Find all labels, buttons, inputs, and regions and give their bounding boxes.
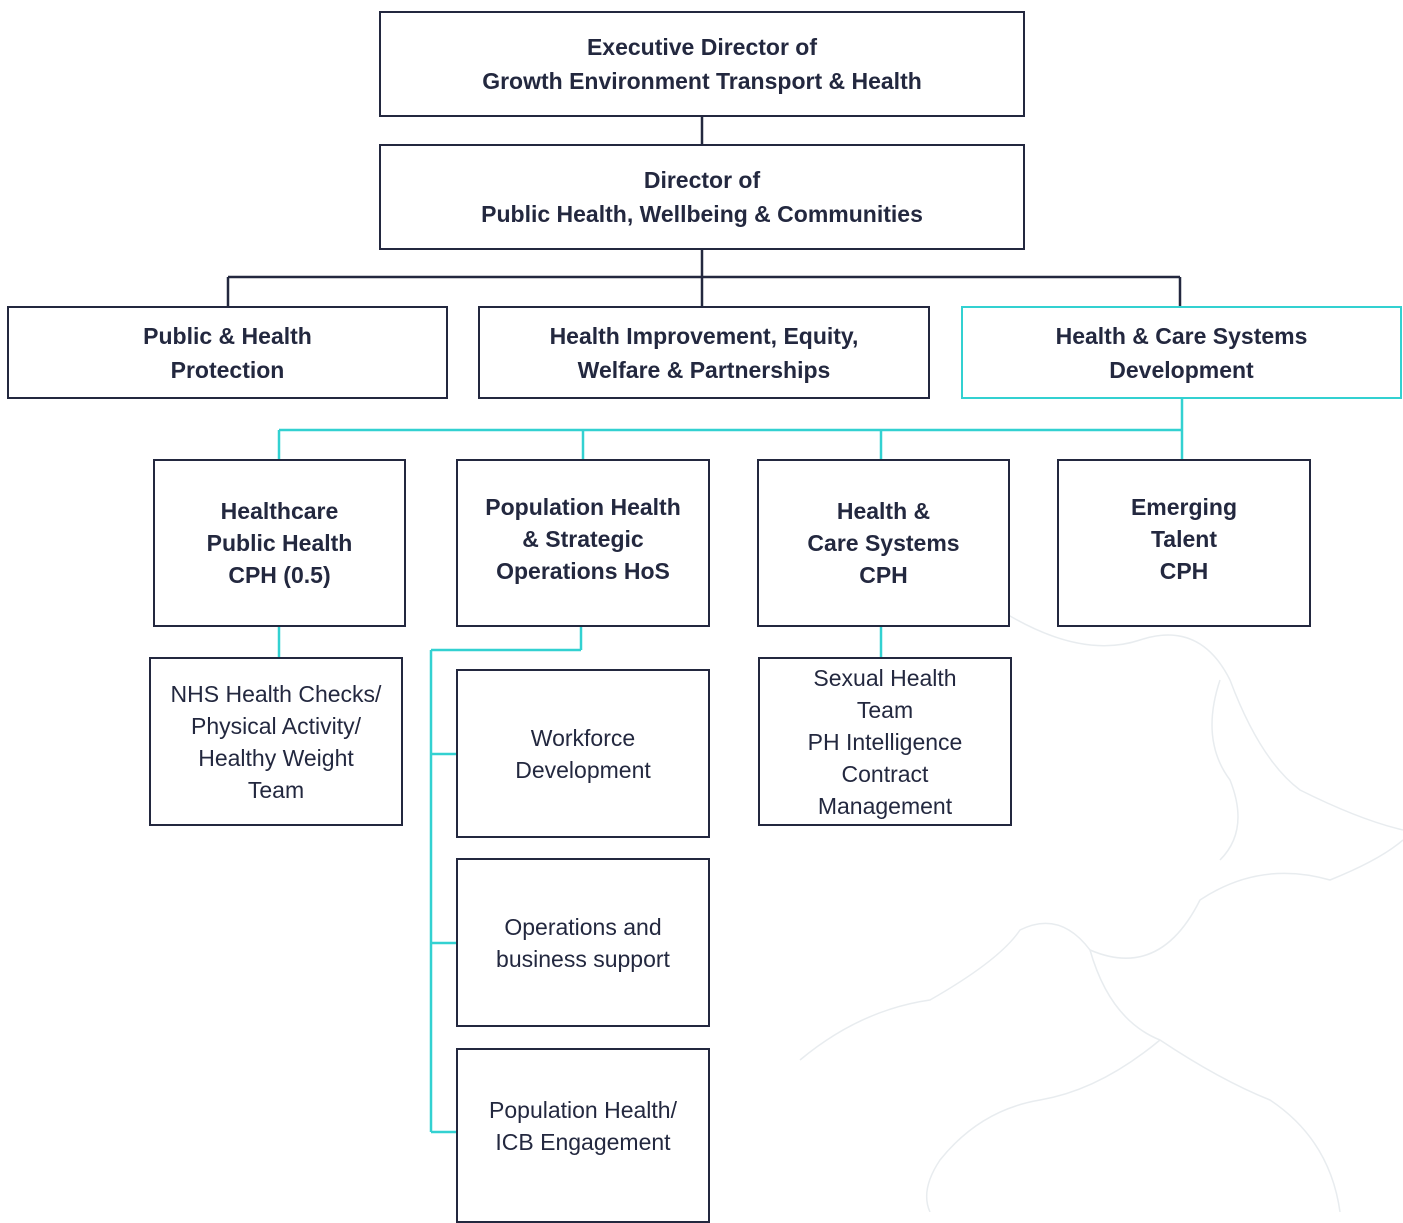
executive-director-box: Executive Director of Growth Environment… — [379, 11, 1025, 117]
department-public-health-protection: Public & Health Protection — [7, 306, 448, 399]
department-label: Health & Care Systems Development — [1055, 322, 1308, 383]
team-label: Operations and business support — [496, 913, 670, 972]
team-sexual-health: Sexual Health Team PH Intelligence Contr… — [758, 657, 1012, 826]
role-label: Healthcare Public Health CPH (0.5) — [206, 498, 353, 588]
director-label: Director of Public Health, Wellbeing & C… — [481, 167, 923, 227]
team-population-health-icb: Population Health/ ICB Engagement — [456, 1048, 710, 1223]
department-label: Public & Health Protection — [143, 322, 312, 383]
dark-connectors — [226, 116, 1182, 306]
role-emerging-talent: Emerging Talent CPH — [1057, 459, 1311, 627]
team-label: NHS Health Checks/ Physical Activity/ He… — [170, 680, 382, 803]
team-label: Population Health/ ICB Engagement — [489, 1096, 677, 1155]
team-operations-business-support: Operations and business support — [456, 858, 710, 1027]
role-health-care-systems: Health & Care Systems CPH — [757, 459, 1010, 627]
department-health-improvement: Health Improvement, Equity, Welfare & Pa… — [478, 306, 930, 399]
team-nhs-health-checks: NHS Health Checks/ Physical Activity/ He… — [149, 657, 403, 826]
department-label: Health Improvement, Equity, Welfare & Pa… — [549, 322, 859, 383]
team-workforce-development: Workforce Development — [456, 669, 710, 838]
role-healthcare-public-health: Healthcare Public Health CPH (0.5) — [153, 459, 406, 627]
background-map — [799, 609, 1403, 1212]
role-population-health-strategic: Population Health & Strategic Operations… — [456, 459, 710, 627]
team-label: Sexual Health Team PH Intelligence Contr… — [807, 664, 963, 819]
role-label: Health & Care Systems CPH — [807, 498, 960, 588]
director-public-health-box: Director of Public Health, Wellbeing & C… — [379, 144, 1025, 250]
executive-director-label: Executive Director of Growth Environment… — [482, 34, 922, 94]
role-label: Emerging Talent CPH — [1130, 494, 1238, 584]
department-health-care-systems: Health & Care Systems Development — [961, 306, 1402, 399]
role-label: Population Health & Strategic Operations… — [485, 494, 681, 584]
teal-connectors — [277, 398, 1184, 1134]
team-label: Workforce Development — [515, 724, 651, 783]
